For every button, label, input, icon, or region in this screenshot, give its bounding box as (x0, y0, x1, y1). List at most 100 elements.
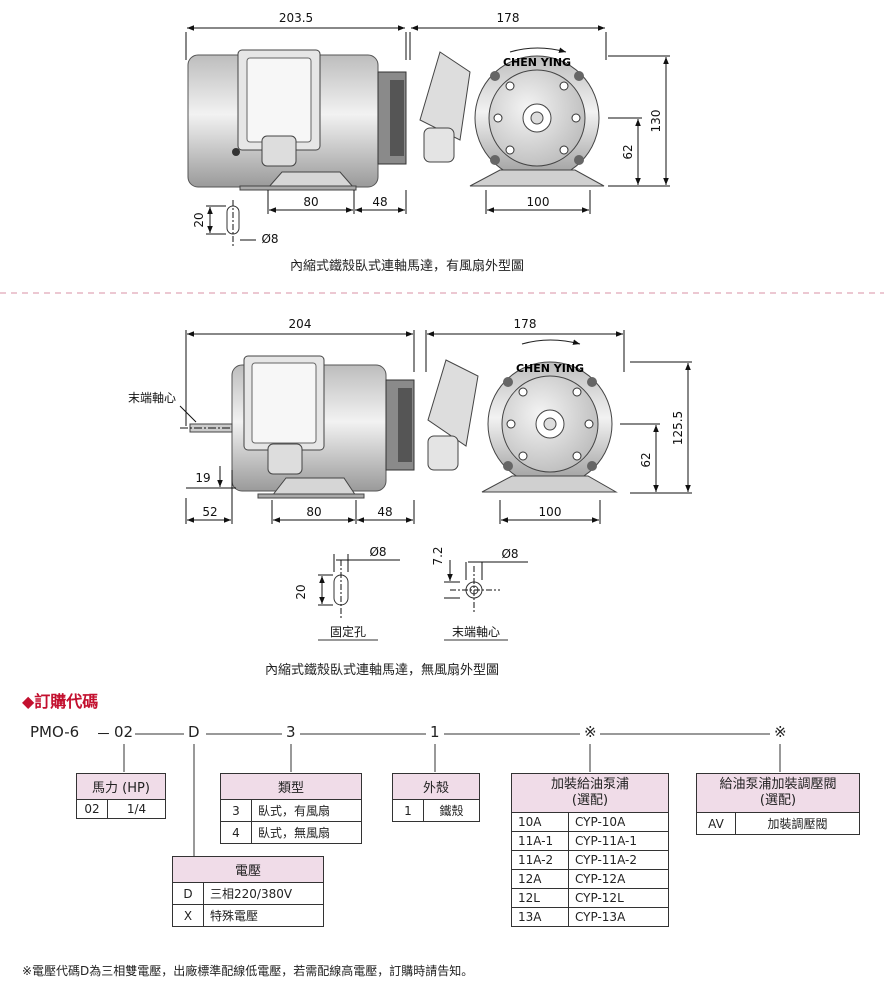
voltage-code: D (173, 883, 204, 905)
detail-end-shaft (444, 560, 528, 641)
dim-rear-2: 52 (202, 505, 217, 519)
dim-width-2: 178 (514, 317, 537, 331)
table-row: 10A CYP-10A (512, 813, 668, 832)
dim-width-1: 178 (497, 11, 520, 25)
dim-foot-b-1: 48 (372, 195, 387, 209)
hole-label: 固定孔 (330, 624, 366, 639)
dim-shaft-2: 62 (639, 452, 653, 467)
drawing1-front-view: CHEN YING (419, 47, 605, 187)
detail-fixing-hole (318, 554, 400, 641)
drawing1-dimensions (185, 25, 670, 248)
table-row: AV 加裝調壓閥 (697, 813, 859, 834)
valve-table: 給油泵浦加裝調壓閥 (選配) AV 加裝調壓閥 (696, 773, 860, 835)
pump-code: 11A-1 (512, 831, 569, 851)
caption-drawing-1: 內縮式鐵殼臥式連軸馬達，有風扇外型圖 (290, 259, 525, 274)
drawing2-front-view: CHEN YING (427, 339, 618, 493)
type-value: 臥式，無風扇 (251, 821, 361, 843)
pump-value: CYP-11A-1 (568, 831, 668, 851)
drawing2-dim-labels: 204 178 125.5 62 52 80 48 100 19 末端軸心 (128, 317, 685, 519)
pump-value: CYP-10A (575, 815, 626, 829)
hp-title: 馬力 (HP) (77, 774, 165, 800)
shaft-h: 7.2 (431, 546, 445, 565)
brand-text-1: CHEN YING (503, 56, 571, 69)
code-pump: ※ (582, 723, 599, 741)
dim-foot-b-2: 48 (377, 505, 392, 519)
detail-labels: 20 Ø8 固定孔 7.2 Ø8 末端軸心 (294, 545, 519, 639)
code-dash: － (94, 723, 114, 744)
footnote: ※電壓代碼D為三相雙電壓，出廠標準配線低電壓，若需配線高電壓，訂購時請告知。 (22, 964, 474, 978)
dim-foot-a-1: 80 (303, 195, 318, 209)
order-heading: ◆訂購代碼 (22, 692, 99, 711)
valve-title: 給油泵浦加裝調壓閥 (選配) (697, 774, 859, 813)
shell-value: 鐵殼 (439, 804, 464, 818)
drawing2-dimensions (179, 330, 692, 524)
caption-drawing-2: 內縮式鐵殼臥式連軸馬達，無風扇外型圖 (265, 663, 500, 678)
dim-shaft-1: 62 (621, 144, 635, 159)
shell-title: 外殼 (393, 774, 479, 800)
voltage-title: 電壓 (173, 857, 323, 883)
pump-code: 12L (512, 888, 569, 908)
code-hp: 02 (112, 723, 136, 741)
type-title: 類型 (221, 774, 361, 800)
shaft-d: Ø8 (501, 547, 518, 561)
code-voltage: D (186, 723, 202, 741)
code-type: 3 (284, 723, 298, 741)
voltage-code: X (173, 904, 204, 926)
code-model: PMO-6 (28, 723, 82, 741)
valve-value: 加裝調壓閥 (767, 817, 828, 831)
shell-table: 外殼 1 鐵殼 (392, 773, 480, 822)
drawing2-side-view (189, 355, 415, 499)
dim-shaft-h-2: 19 (195, 471, 210, 485)
dim-length-1: 203.5 (279, 11, 313, 25)
drawing1-dim-labels: 203.5 178 130 62 80 48 100 20 Ø8 (192, 11, 663, 246)
pump-value: CYP-11A-2 (568, 850, 668, 870)
voltage-value: 特殊電壓 (203, 904, 323, 926)
pump-code: 10A (512, 813, 569, 832)
pump-title: 加裝給油泵浦 (選配) (512, 774, 668, 813)
code-shell: 1 (428, 723, 442, 741)
dim-height-1: 130 (649, 110, 663, 133)
shell-code: 1 (393, 800, 424, 821)
dim-length-2: 204 (289, 317, 312, 331)
table-row: 02 1/4 (77, 800, 165, 818)
hp-code: 02 (77, 800, 108, 818)
pump-value: CYP-12L (568, 888, 668, 908)
brand-text-2: CHEN YING (516, 362, 584, 375)
pump-code: 11A-2 (512, 850, 569, 870)
type-code: 4 (221, 821, 252, 843)
dim-foot-a-2: 80 (306, 505, 321, 519)
dim-foot-w-1: 100 (527, 195, 550, 209)
code-valve: ※ (772, 723, 789, 741)
drawing1-side-view (187, 49, 407, 191)
hp-table: 馬力 (HP) 02 1/4 (76, 773, 166, 819)
hole-d: Ø8 (369, 545, 386, 559)
type-value: 臥式，有風扇 (258, 804, 331, 818)
hole-h: 20 (294, 584, 308, 599)
pump-code: 13A (512, 907, 569, 926)
order-code-lines (123, 733, 781, 856)
shaft-detail-label: 末端軸心 (452, 625, 500, 639)
type-code: 3 (221, 800, 252, 822)
dim-slot-h-1: 20 (192, 212, 206, 227)
pump-value: CYP-12A (568, 869, 668, 889)
dim-slot-d-1: Ø8 (261, 232, 278, 246)
voltage-value: 三相220/380V (210, 887, 293, 901)
pump-code: 12A (512, 869, 569, 889)
table-row: D 三相220/380V (173, 883, 323, 905)
pump-value: CYP-13A (568, 907, 668, 926)
table-row: 1 鐵殼 (393, 800, 479, 821)
dim-foot-w-2: 100 (539, 505, 562, 519)
table-row: 3 臥式，有風扇 (221, 800, 361, 822)
shaft-callout: 末端軸心 (128, 391, 176, 405)
hp-value: 1/4 (126, 802, 147, 816)
